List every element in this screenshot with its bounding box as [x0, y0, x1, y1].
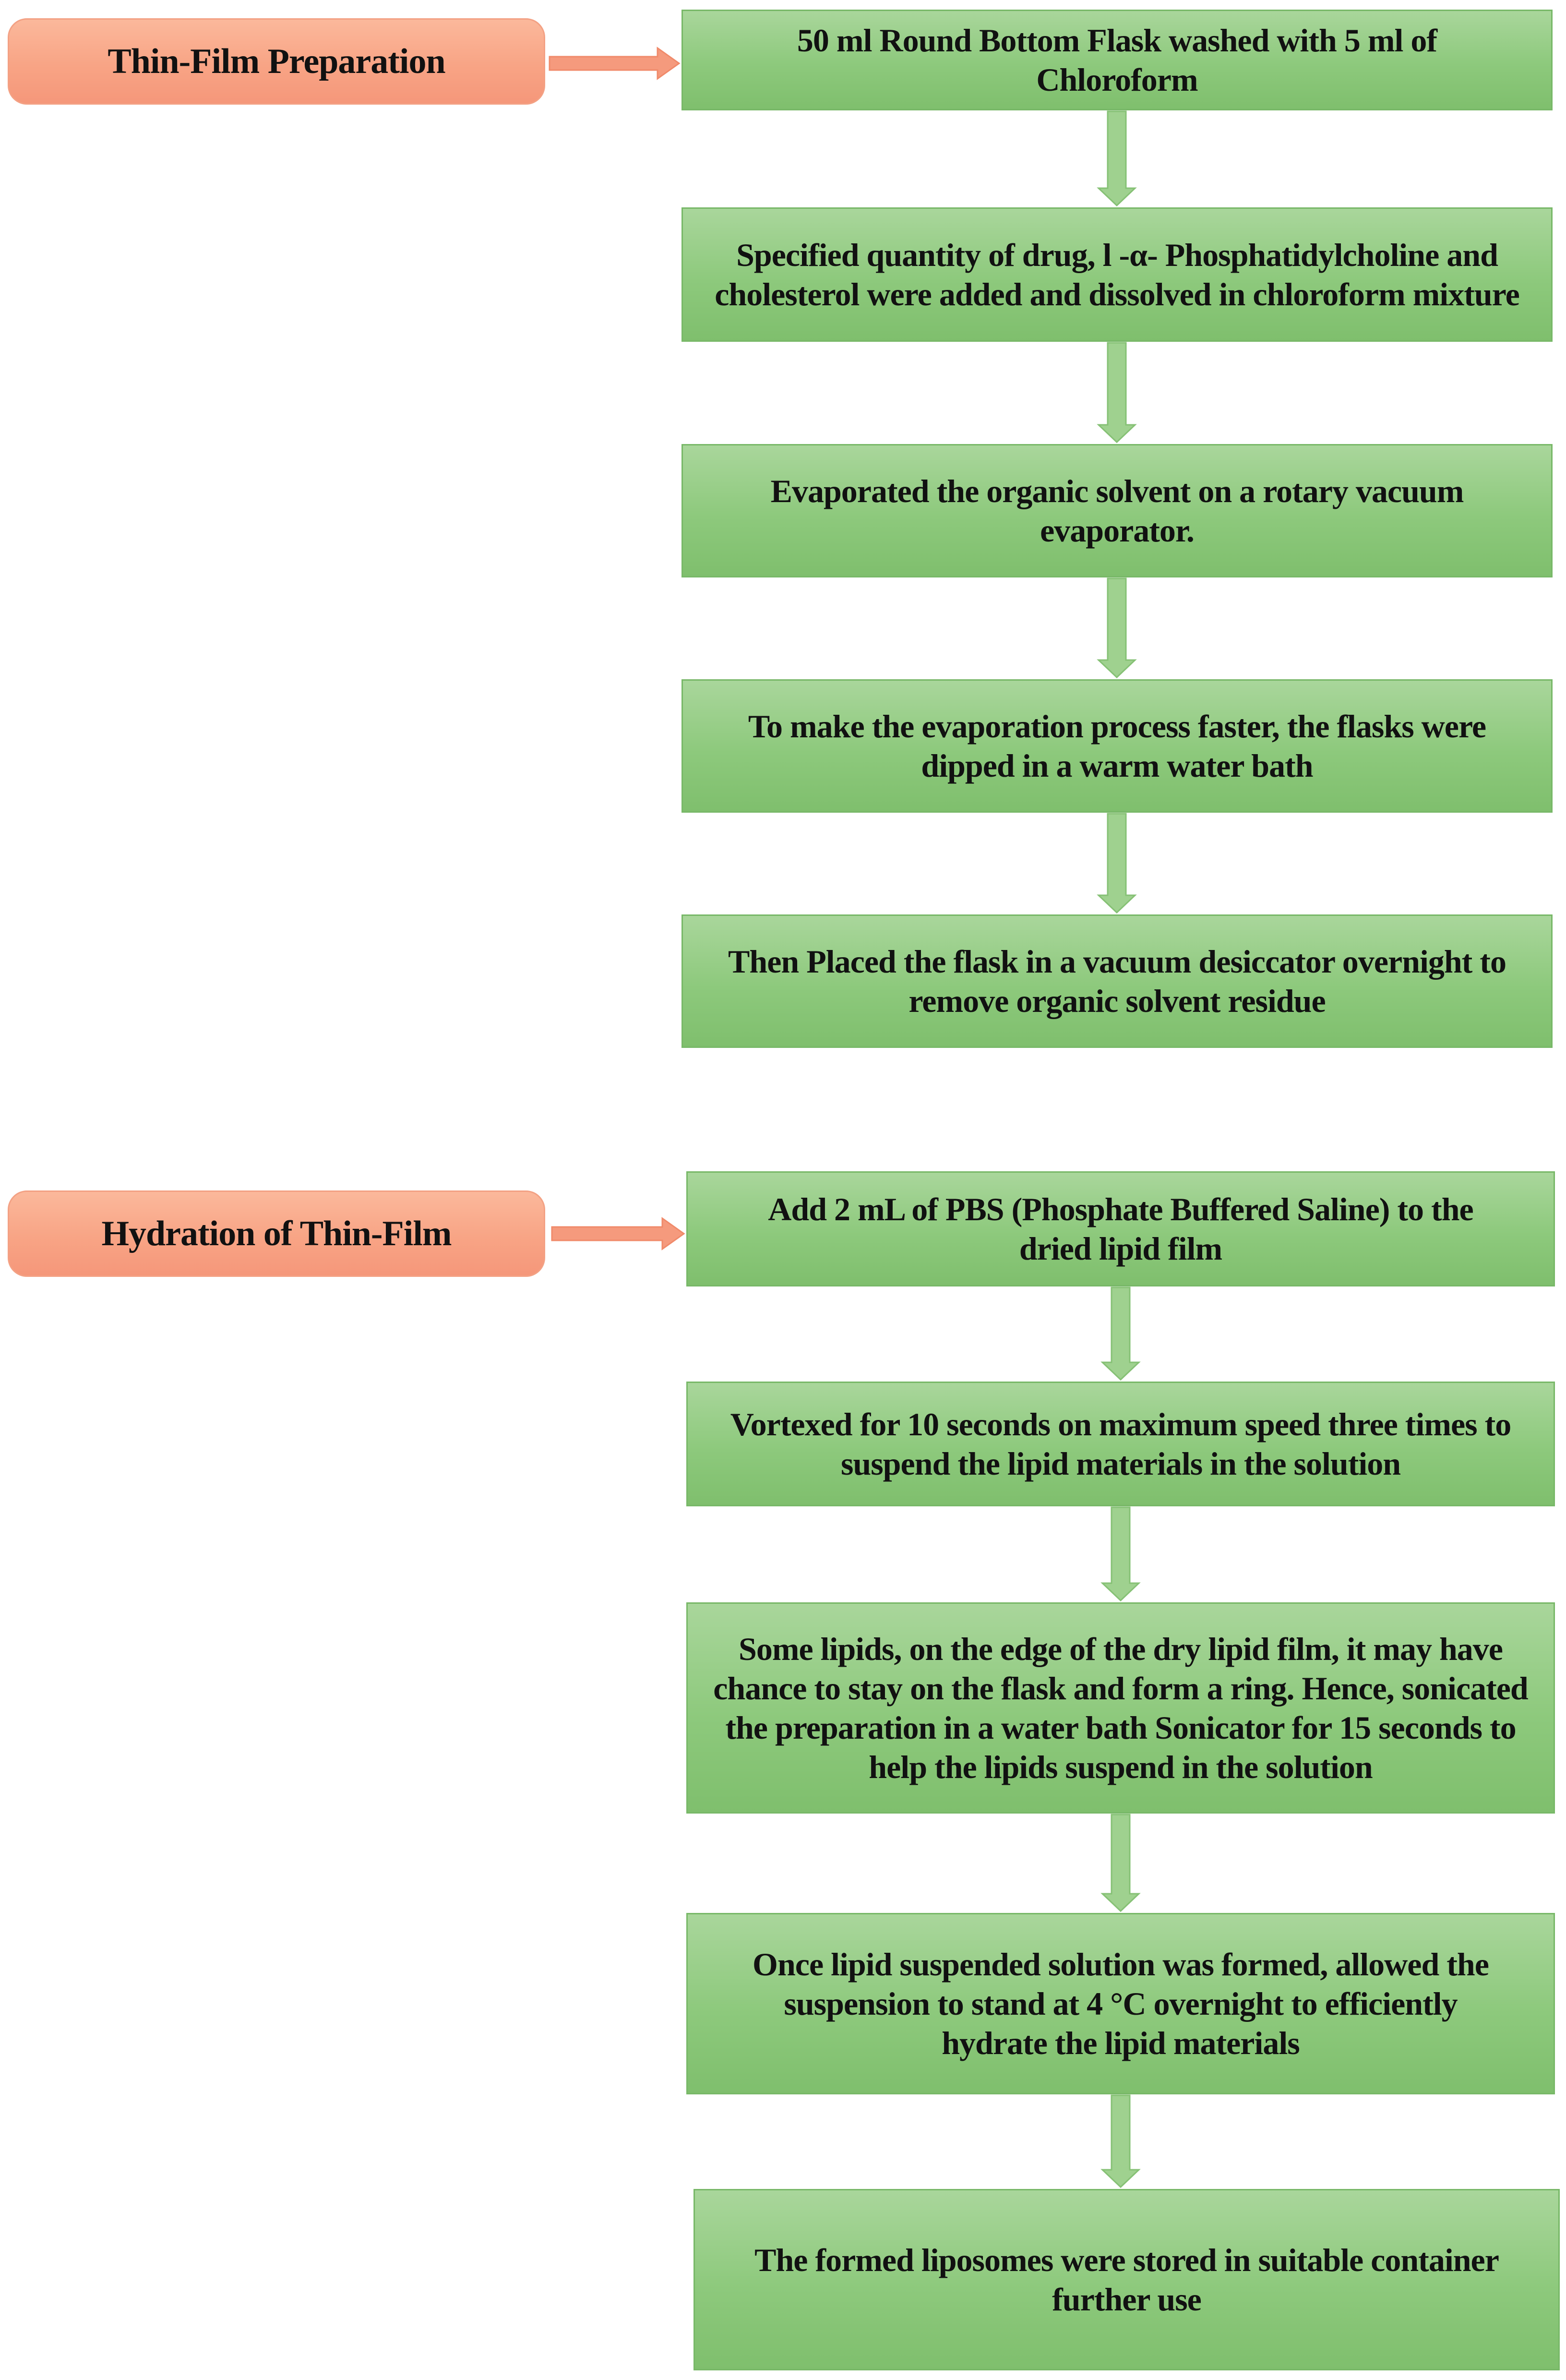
- step-5: Then Placed the flask in a vacuum desicc…: [681, 914, 1553, 1048]
- step-8: Some lipids, on the edge of the dry lipi…: [686, 1602, 1555, 1814]
- down-arrow-2: [1097, 342, 1137, 444]
- phase-label: Hydration of Thin-Film: [101, 1214, 452, 1253]
- down-arrow-7: [1100, 1814, 1141, 1912]
- step-text: Evaporated the organic solvent on a rota…: [770, 473, 1464, 549]
- side-arrow-hydration: [551, 1217, 685, 1250]
- step-4: To make the evaporation process faster, …: [681, 679, 1553, 813]
- step-text: Once lipid suspended solution was formed…: [753, 1946, 1489, 2061]
- step-text: Vortexed for 10 seconds on maximum speed…: [730, 1406, 1512, 1482]
- down-arrow-3: [1097, 577, 1137, 679]
- step-7: Vortexed for 10 seconds on maximum speed…: [686, 1382, 1555, 1506]
- step-9: Once lipid suspended solution was formed…: [686, 1913, 1555, 2094]
- step-text: Add 2 mL of PBS (Phosphate Buffered Sali…: [768, 1191, 1473, 1267]
- phase-hydration-of-thin-film: Hydration of Thin-Film: [8, 1190, 545, 1277]
- step-text: 50 ml Round Bottom Flask washed with 5 m…: [797, 22, 1437, 98]
- step-10: The formed liposomes were stored in suit…: [693, 2189, 1560, 2370]
- down-arrow-5: [1100, 1286, 1141, 1381]
- step-6: Add 2 mL of PBS (Phosphate Buffered Sali…: [686, 1171, 1555, 1286]
- side-arrow-thin-film: [549, 47, 681, 80]
- step-1: 50 ml Round Bottom Flask washed with 5 m…: [681, 10, 1553, 110]
- step-3: Evaporated the organic solvent on a rota…: [681, 444, 1553, 577]
- step-text: Some lipids, on the edge of the dry lipi…: [713, 1631, 1528, 1785]
- phase-label: Thin-Film Preparation: [108, 42, 445, 81]
- down-arrow-1: [1097, 110, 1137, 207]
- down-arrow-6: [1100, 1506, 1141, 1602]
- down-arrow-4: [1097, 813, 1137, 914]
- step-text: Then Placed the flask in a vacuum desicc…: [728, 943, 1506, 1019]
- step-text: The formed liposomes were stored in suit…: [754, 2242, 1499, 2318]
- down-arrow-8: [1100, 2094, 1141, 2188]
- step-2: Specified quantity of drug, l -α- Phosph…: [681, 207, 1553, 342]
- step-text: To make the evaporation process faster, …: [748, 708, 1486, 784]
- phase-thin-film-preparation: Thin-Film Preparation: [8, 18, 545, 105]
- step-text: Specified quantity of drug, l -α- Phosph…: [715, 237, 1520, 313]
